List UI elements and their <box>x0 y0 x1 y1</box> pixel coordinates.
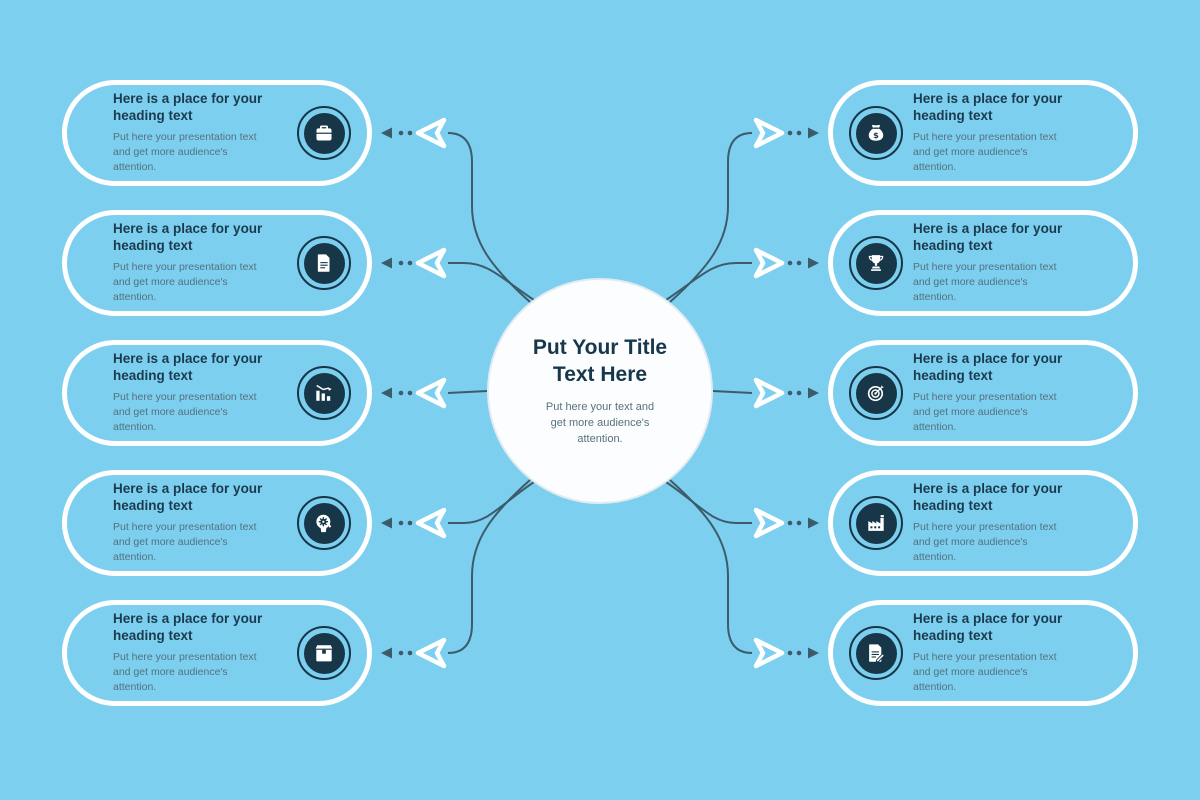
icon-ring <box>849 626 903 680</box>
money-bag-icon: $ <box>855 112 897 154</box>
icon-ring <box>849 496 903 550</box>
icon-ring <box>297 366 351 420</box>
target-icon <box>855 372 897 414</box>
head-gear-icon <box>303 502 345 544</box>
icon-ring <box>297 496 351 550</box>
icon-ring <box>849 366 903 420</box>
box-icon <box>303 632 345 674</box>
document-icon <box>303 242 345 284</box>
icon-ring <box>297 626 351 680</box>
briefcase-icon <box>303 112 345 154</box>
factory-icon <box>855 502 897 544</box>
contract-icon <box>855 632 897 674</box>
icon-ring: $ <box>849 106 903 160</box>
icon-ring <box>297 236 351 290</box>
icon-ring <box>297 106 351 160</box>
trophy-icon <box>855 242 897 284</box>
icon-ring <box>849 236 903 290</box>
declining-chart-icon <box>303 372 345 414</box>
svg-text:$: $ <box>873 130 879 140</box>
